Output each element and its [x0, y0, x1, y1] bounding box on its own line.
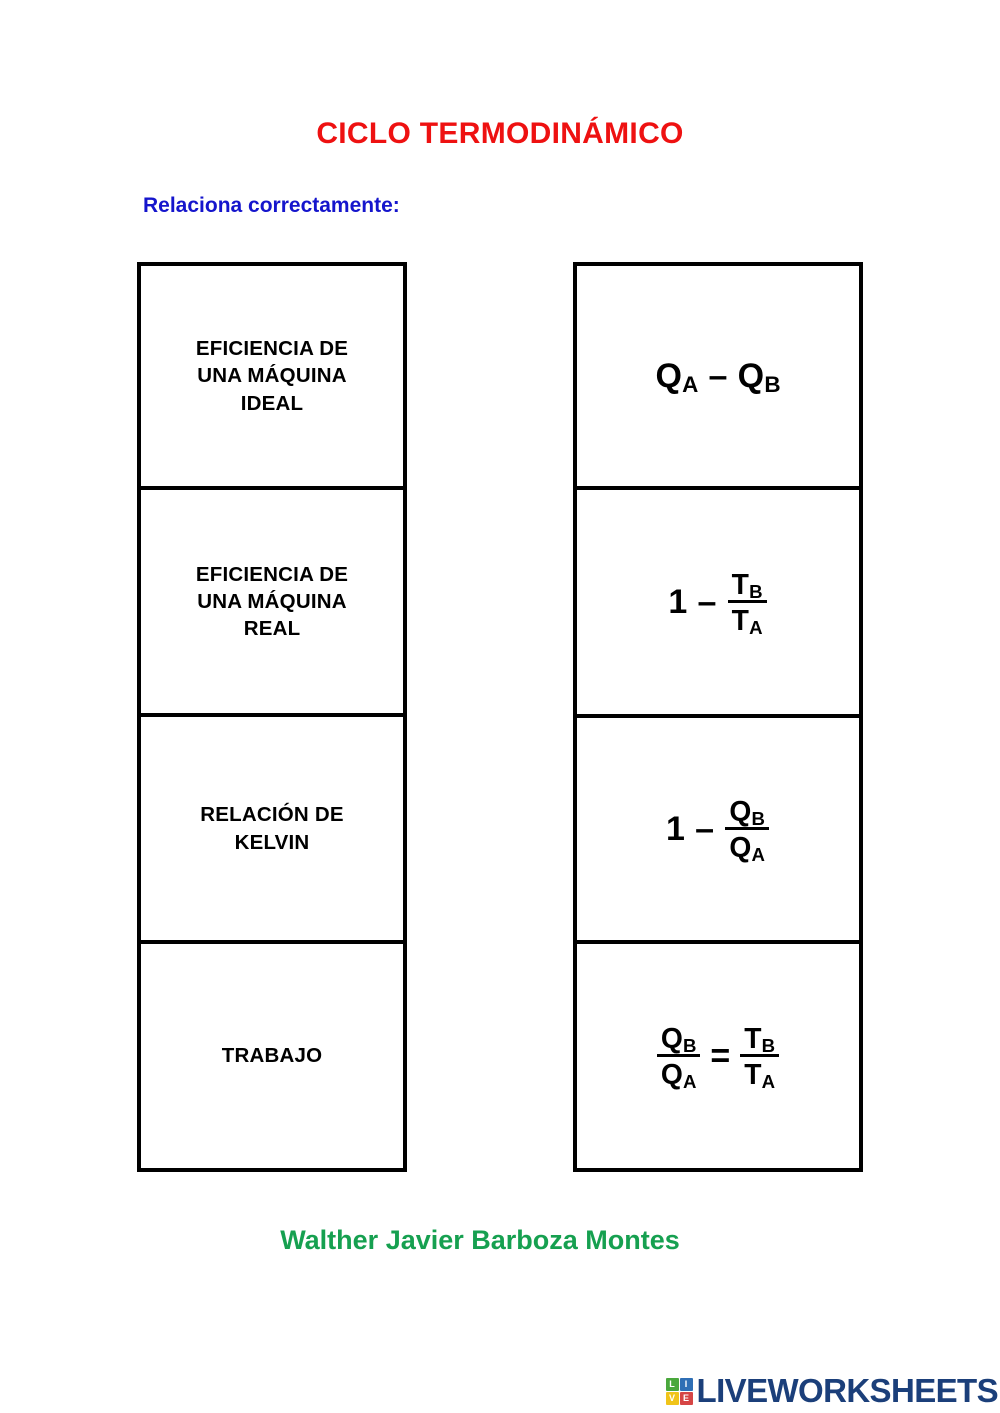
formula-base: T: [731, 604, 749, 636]
term-label: TRABAJO: [221, 1044, 323, 1068]
formula-operator: =: [710, 1037, 731, 1075]
term-label: RELACIÓN DE KELVIN: [200, 803, 344, 854]
formula-one: 1: [665, 810, 685, 848]
formula-operator: –: [697, 583, 717, 621]
term-cell-kelvin-relation[interactable]: RELACIÓN DE KELVIN: [141, 717, 403, 944]
formula-subscript: A: [751, 844, 765, 866]
logo-tiles-icon: L I V E: [665, 1377, 693, 1405]
author-name: Walther Javier Barboza Montes: [280, 1225, 680, 1255]
formula-subscript: A: [761, 1071, 776, 1093]
formula-base: T: [731, 567, 749, 600]
liveworksheets-logo[interactable]: L I V E LIVEWORKSHEETS: [665, 1372, 999, 1410]
formula-base: Q: [655, 357, 682, 395]
term-label: EFICIENCIA DE UNA MÁQUINA IDEAL: [195, 337, 349, 415]
formula-base: Q: [660, 1021, 683, 1054]
page-title: CICLO TERMODINÁMICO: [316, 117, 684, 150]
formula-base: T: [744, 1058, 762, 1090]
formula-subscript: B: [761, 1034, 776, 1056]
logo-tile-l: L: [665, 1377, 679, 1391]
term-cell-efficiency-real[interactable]: EFICIENCIA DE UNA MÁQUINA REAL: [141, 490, 403, 717]
instruction-text: Relaciona correctamente:: [143, 194, 400, 217]
formula-subscript: B: [751, 807, 765, 829]
formula-subscript: A: [749, 617, 763, 639]
formula-subscript: A: [682, 371, 699, 397]
formula-operator: –: [695, 810, 714, 848]
formula-base: Q: [660, 1058, 683, 1090]
logo-wordmark: LIVEWORKSHEETS: [696, 1372, 999, 1409]
logo-tile-i: I: [679, 1377, 693, 1391]
formula-operator: –: [708, 357, 728, 395]
formula-subscript: A: [683, 1071, 697, 1093]
term-cell-work[interactable]: TRABAJO: [141, 944, 403, 1168]
formula-base: T: [744, 1021, 762, 1054]
formula-subscript: B: [749, 580, 763, 602]
formula-base: Q: [737, 357, 765, 395]
left-terms-column: EFICIENCIA DE UNA MÁQUINA IDEAL EFICIENC…: [137, 262, 407, 1172]
term-label: EFICIENCIA DE UNA MÁQUINA REAL: [195, 562, 349, 641]
formula-subscript: B: [683, 1034, 697, 1056]
formula-base: Q: [729, 794, 752, 827]
formula-one: 1: [668, 583, 688, 621]
formula-subscript: B: [764, 371, 781, 397]
logo-tile-v: V: [665, 1391, 679, 1405]
logo-tile-e: E: [679, 1391, 693, 1405]
formula-base: Q: [729, 831, 752, 863]
term-cell-efficiency-ideal[interactable]: EFICIENCIA DE UNA MÁQUINA IDEAL: [141, 266, 403, 490]
